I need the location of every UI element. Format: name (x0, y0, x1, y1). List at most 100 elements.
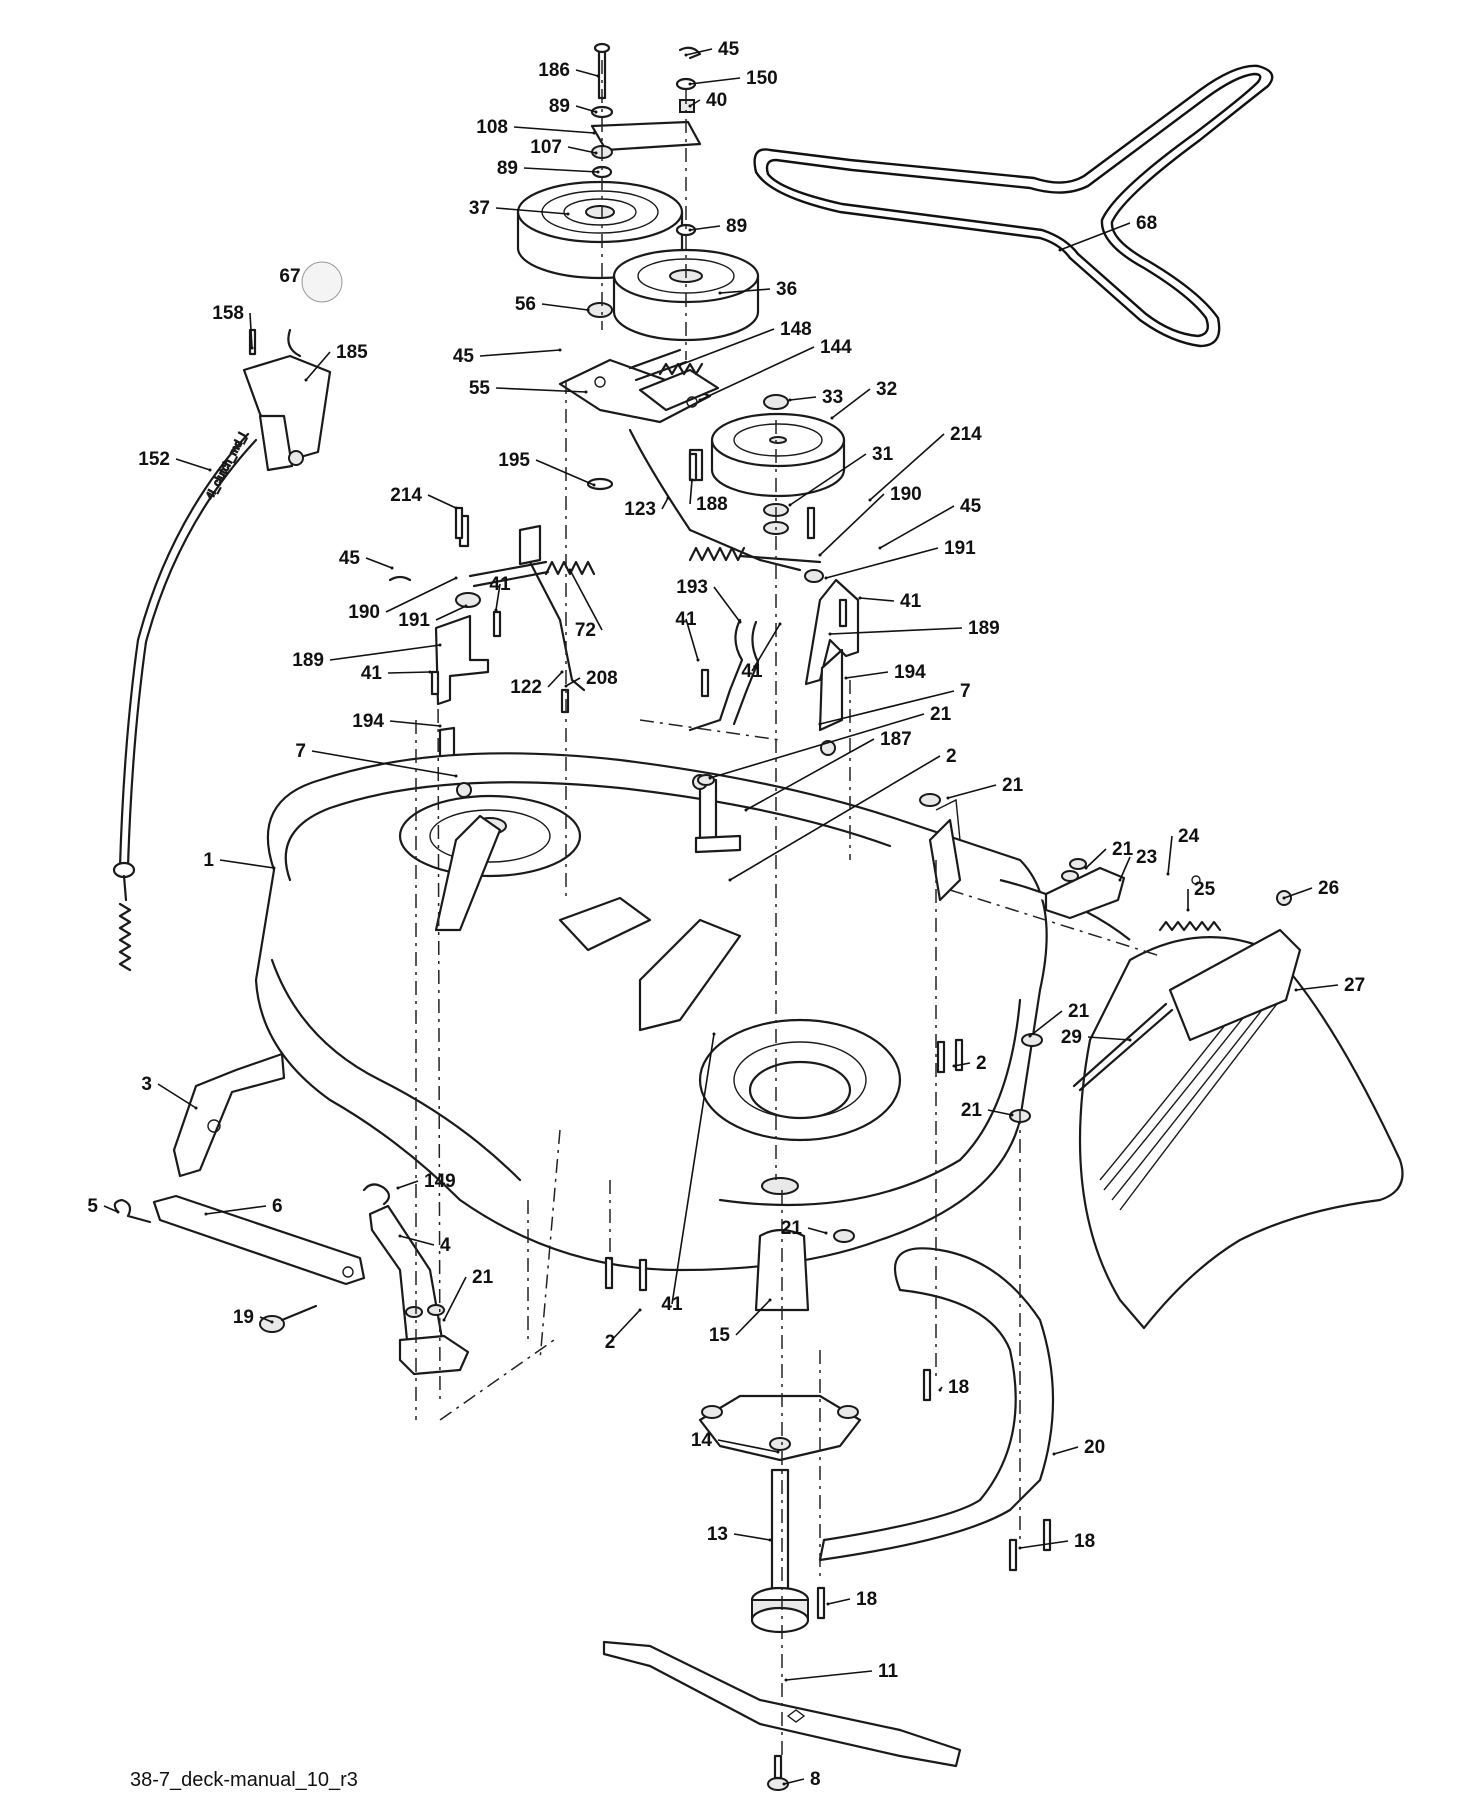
idler-bracket (558, 348, 822, 572)
callout-26: 26 (1282, 878, 1339, 900)
callout-leader (735, 1299, 771, 1336)
callout-152: 152 (138, 449, 212, 472)
callout-188: 188 (689, 478, 728, 515)
callout-label: 5 (87, 1196, 98, 1217)
callout-107: 107 (530, 137, 598, 158)
callout-18: 18 (1018, 1531, 1095, 1552)
callout-label: 18 (1074, 1531, 1095, 1552)
callout-label: 26 (1318, 878, 1339, 899)
callout-leader-end (778, 622, 782, 626)
callout-33: 33 (788, 387, 843, 408)
callout-leader-end (594, 151, 598, 155)
callout-leader (1087, 1036, 1131, 1041)
callout-leader (385, 577, 457, 613)
callout-148: 148 (678, 319, 812, 367)
callout-label: 21 (1112, 839, 1134, 860)
callout-leader-end (768, 1298, 772, 1302)
callout-6: 6 (204, 1196, 283, 1217)
callout-label: 33 (822, 387, 843, 408)
callout-18: 18 (826, 1589, 877, 1610)
callout-leader-end (454, 774, 458, 778)
callout-leader (1059, 222, 1131, 251)
callout-label: 21 (930, 704, 952, 725)
callout-label: 19 (233, 1307, 254, 1328)
callout-leader (789, 396, 817, 401)
callout-leader (365, 557, 393, 569)
callout-leader (575, 69, 599, 77)
callout-label: 195 (498, 450, 530, 471)
callout-leader (783, 1778, 805, 1785)
callout-149: 149 (396, 1171, 456, 1192)
callout-89: 89 (549, 96, 598, 117)
callout-leader-end (878, 546, 882, 550)
callout-187: 187 (744, 729, 912, 812)
callout-186: 186 (538, 60, 600, 81)
callout-leader (685, 48, 713, 56)
callout-label: 41 (489, 574, 511, 595)
callout-leader-end (464, 604, 468, 608)
callout-21: 21 (781, 1218, 828, 1239)
bolts-2 (604, 1038, 964, 1292)
callout-45: 45 (684, 39, 740, 60)
rod-6 (113, 1194, 366, 1286)
callout-leader (789, 453, 867, 506)
callout-41: 41 (361, 663, 432, 684)
callout-leader-end (1186, 908, 1190, 912)
callout-32: 32 (830, 379, 897, 420)
callout-label: 4 (440, 1235, 451, 1256)
callout-leader (567, 146, 597, 154)
spindle-shaft-13 (750, 1468, 810, 1634)
callout-label: 7 (960, 681, 971, 702)
callout-leader-end (596, 170, 600, 174)
callout-leader (689, 99, 701, 107)
callout-label: 45 (453, 346, 475, 367)
callout-label: 32 (876, 379, 897, 400)
callout-leader-end (744, 808, 748, 812)
callout-label: 2 (976, 1053, 987, 1074)
callout-leader (717, 1439, 779, 1453)
callout-56: 56 (515, 294, 590, 315)
callout-label: 148 (780, 319, 812, 340)
callout-194: 194 (844, 662, 926, 683)
callout-leader-end (564, 684, 568, 688)
callout-185: 185 (304, 342, 368, 382)
callout-label: 45 (718, 39, 740, 60)
callout-label: 158 (212, 303, 244, 324)
callout-leader (807, 1227, 827, 1234)
callout-31: 31 (788, 444, 894, 507)
callout-leader-end (738, 620, 742, 624)
callout-68: 68 (1058, 213, 1157, 252)
callout-158: 158 (212, 303, 254, 350)
callout-leader (987, 1109, 1013, 1116)
callout-label: 7 (295, 741, 306, 762)
callout-leader-end (946, 796, 950, 800)
callout-leader-end (1294, 988, 1298, 992)
callout-leader (389, 720, 441, 727)
callout-27: 27 (1294, 975, 1365, 996)
callout-leader (785, 1670, 873, 1681)
callout-150: 150 (688, 68, 778, 89)
callout-leader (249, 312, 253, 349)
callout-leader (205, 1205, 267, 1215)
callout-leader (829, 627, 963, 635)
callout-leader (427, 494, 457, 509)
callout-label: 20 (1084, 1437, 1105, 1458)
callout-label: 27 (1344, 975, 1365, 996)
callout-label: 3 (141, 1074, 152, 1095)
callout-leader-end (684, 53, 688, 57)
callout-leader (699, 346, 815, 401)
callout-leader-end (586, 308, 590, 312)
callout-19: 19 (233, 1307, 274, 1328)
callout-leader (565, 677, 581, 687)
callout-23: 23 (1118, 847, 1157, 882)
callout-leader-end (454, 506, 458, 510)
callout-label: 214 (950, 424, 982, 445)
callout-label: 45 (960, 496, 982, 517)
callout-45: 45 (339, 548, 394, 570)
callout-label: 36 (776, 279, 797, 300)
callout-leader (1053, 1446, 1079, 1455)
callout-label: 194 (894, 662, 926, 683)
callout-leader-end (116, 1210, 120, 1214)
